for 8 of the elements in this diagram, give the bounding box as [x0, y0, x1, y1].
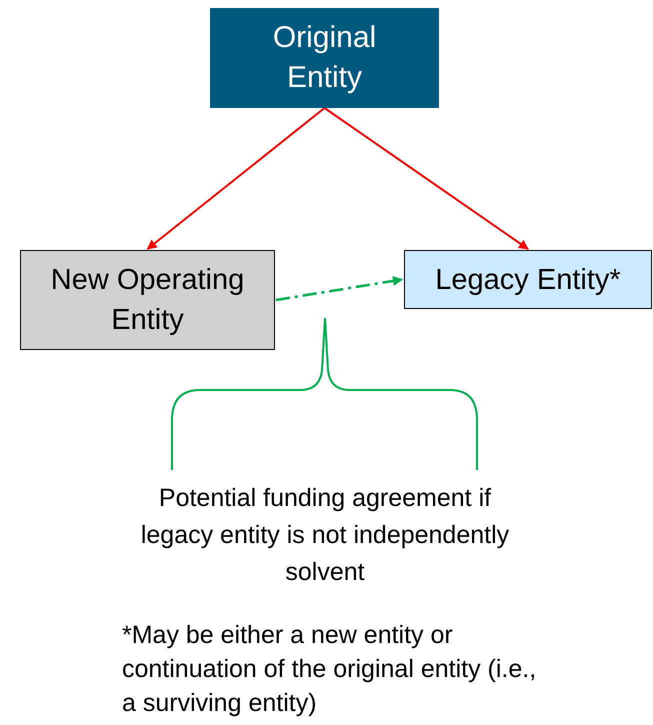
- entity-box: New Operating Entity: [20, 250, 275, 350]
- entity-box: Legacy Entity*: [404, 250, 652, 309]
- arrow: [146, 107, 326, 250]
- arrow: [324, 107, 529, 250]
- note-text: Potential funding agreement if legacy entity is not independently solvent: [140, 483, 510, 588]
- footnote-text: *May be either a new entity or continuation of the original entity (i.e., a surviving entity): [122, 620, 538, 719]
- entity-box: Original Entity: [210, 8, 439, 108]
- arrow: [276, 276, 403, 302]
